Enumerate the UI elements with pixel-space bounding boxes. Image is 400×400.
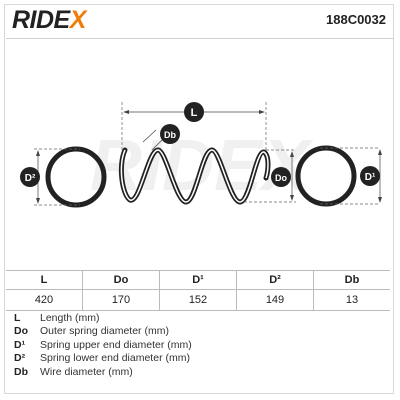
lower-end-badge: D² [20,167,40,187]
legend-item: D¹ Spring upper end diameter (mm) [14,338,192,352]
specs-header-row: L Do D¹ D² Db [6,271,390,290]
spring-diagram: RIDEX D² L Db [20,102,382,208]
outer-diameter-label: Do [275,173,287,183]
specs-value-row: 420 170 152 149 13 [6,290,390,311]
legend-desc: Length (mm) [40,311,100,324]
brand-logo: RIDEX [12,6,86,34]
legend-item: Db Wire diameter (mm) [14,365,192,379]
part-number: 188C0032 [326,12,386,27]
legend: L Length (mm) Do Outer spring diameter (mm… [14,311,192,379]
outer-dimension: Do [244,149,296,203]
header-cell: D² [237,271,314,289]
legend-key: D¹ [14,338,26,351]
value-cell: 152 [160,290,237,310]
value-cell: 13 [345,294,359,306]
legend-key: L [14,311,21,324]
header-cell: L [6,271,83,289]
wire-dimension: Db [142,124,180,151]
length-label: L [191,107,198,119]
upper-end-view [295,145,382,207]
value-cell: 149 [237,290,314,310]
value-cell: 170 [83,290,160,310]
legend-desc: Outer spring diameter (mm) [40,325,169,338]
specs-table: L Do D¹ D² Db 420 170 152 149 13 [6,270,390,311]
header-cell: Db [344,274,360,286]
legend-item: D² Spring lower end diameter (mm) [14,352,192,366]
legend-desc: Spring upper end diameter (mm) [40,338,192,351]
page-frame [4,4,394,394]
length-dimension: L [121,102,267,150]
lower-diameter-label: D² [25,173,36,184]
legend-key: Db [14,365,28,378]
spring-inner-lines [120,149,269,203]
legend-key: Do [14,325,28,338]
value-cell: 420 [6,290,83,310]
legend-item: Do Outer spring diameter (mm) [14,325,192,339]
lower-end-view [34,146,107,208]
header-divider [6,38,394,39]
legend-desc: Wire diameter (mm) [40,365,133,378]
legend-desc: Spring lower end diameter (mm) [40,352,190,365]
header-cell: Do [83,271,160,289]
upper-diameter-label: D¹ [365,172,376,183]
wire-diameter-label: Db [164,130,176,140]
legend-key: D² [14,352,26,365]
legend-item: L Length (mm) [14,311,192,325]
upper-end-badge: D¹ [360,166,380,186]
header-cell: D¹ [160,271,237,289]
